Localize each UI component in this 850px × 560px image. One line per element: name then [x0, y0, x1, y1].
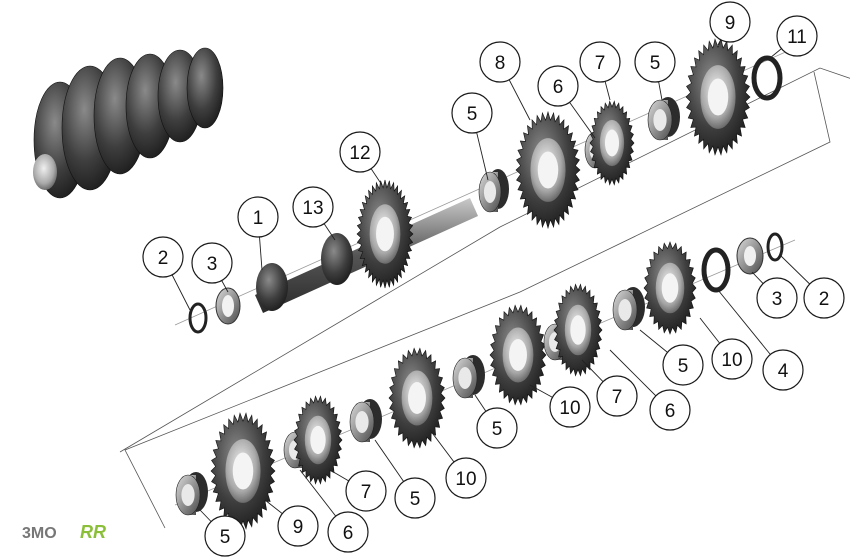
callout-21: 5 — [476, 407, 518, 449]
callout-label: 2 — [158, 248, 169, 269]
assembly-frame — [119, 67, 850, 529]
callout-label: 12 — [349, 143, 370, 164]
callout-15: 4 — [762, 349, 804, 391]
callout-5: 12 — [339, 131, 381, 173]
callout-7: 8 — [479, 41, 521, 83]
callout-6: 5 — [451, 92, 493, 134]
gear-12 — [356, 179, 414, 289]
needle-bearing-5-lower-b — [349, 399, 382, 443]
bushing-13 — [321, 233, 353, 285]
gear-10-lower-b — [489, 304, 547, 406]
callout-label: 6 — [665, 401, 676, 422]
callout-9: 7 — [579, 41, 621, 83]
callout-25: 6 — [327, 511, 369, 553]
callout-label: 2 — [819, 289, 830, 310]
circlip-2-right — [766, 232, 784, 262]
washer-11 — [751, 55, 783, 101]
callout-10: 5 — [634, 41, 676, 83]
callout-label: 10 — [559, 398, 580, 419]
callout-label: 6 — [553, 77, 564, 98]
gear-7-upper — [589, 100, 635, 186]
bearing-3-left — [215, 287, 241, 325]
callout-8: 6 — [537, 65, 579, 107]
needle-bearing-5-lower-d — [612, 287, 645, 331]
callout-label: 5 — [492, 419, 503, 440]
callout-17: 5 — [662, 344, 704, 386]
callout-23: 5 — [394, 477, 436, 519]
callout-label: 8 — [495, 53, 506, 74]
callout-3: 3 — [191, 242, 233, 284]
callout-2: 2 — [142, 236, 184, 278]
gear-9-upper — [685, 38, 751, 156]
callout-label: 5 — [467, 104, 478, 125]
upper-shaft-parts — [188, 38, 783, 334]
gear-7-lower-b — [553, 283, 603, 377]
callout-16: 10 — [711, 338, 753, 380]
callout-13: 2 — [803, 277, 845, 319]
callout-22: 10 — [445, 457, 487, 499]
bearing-3-right — [736, 237, 764, 275]
callout-label: 6 — [343, 523, 354, 544]
dog-gear-1 — [256, 263, 288, 311]
callout-1: 1 — [237, 196, 279, 238]
callout-label: 5 — [410, 489, 421, 510]
callout-label: 7 — [595, 53, 606, 74]
logo-rr: RR — [80, 522, 106, 542]
brand-logos: 3MO RR — [22, 522, 106, 542]
callout-label: 7 — [361, 482, 372, 503]
callout-label: 7 — [612, 387, 623, 408]
needle-bearing-5-upper-b — [647, 97, 680, 141]
callout-label: 9 — [293, 517, 304, 538]
callout-label: 10 — [721, 350, 742, 371]
callout-20: 10 — [549, 386, 591, 428]
callout-label: 13 — [302, 198, 323, 219]
logo-3mo: 3MO — [22, 525, 57, 542]
callout-11: 9 — [709, 1, 751, 43]
callout-label: 11 — [787, 27, 807, 48]
callout-19: 7 — [596, 375, 638, 417]
callout-label: 9 — [725, 13, 736, 34]
callout-27: 5 — [204, 515, 246, 557]
callout-14: 3 — [756, 277, 798, 319]
lower-shaft-parts — [175, 232, 784, 530]
washer-4 — [701, 247, 731, 293]
callout-4: 13 — [292, 186, 334, 228]
needle-bearing-5-lower-a — [175, 472, 208, 516]
needle-bearing-5-lower-c — [452, 355, 485, 399]
callout-26: 9 — [277, 505, 319, 547]
gear-7-lower-a — [293, 395, 343, 485]
callout-12: 11 — [776, 15, 818, 57]
callout-label: 5 — [678, 356, 689, 377]
callout-label: 5 — [220, 527, 231, 548]
callout-label: 5 — [650, 53, 661, 74]
gear-9-lower — [210, 412, 276, 530]
assembled-gear-cluster — [33, 47, 224, 199]
callout-24: 7 — [345, 470, 387, 512]
gear-8 — [515, 110, 581, 230]
gear-10-lower-c — [643, 241, 697, 335]
circlip-2-left — [188, 302, 208, 334]
callout-label: 1 — [253, 208, 264, 229]
callout-label: 3 — [772, 289, 783, 310]
callout-18: 6 — [649, 389, 691, 431]
callout-label: 3 — [207, 254, 218, 275]
needle-bearing-5-upper-a — [478, 169, 509, 213]
gear-10-lower-a — [388, 347, 446, 449]
callout-label: 4 — [778, 361, 789, 382]
callout-label: 10 — [455, 469, 476, 490]
